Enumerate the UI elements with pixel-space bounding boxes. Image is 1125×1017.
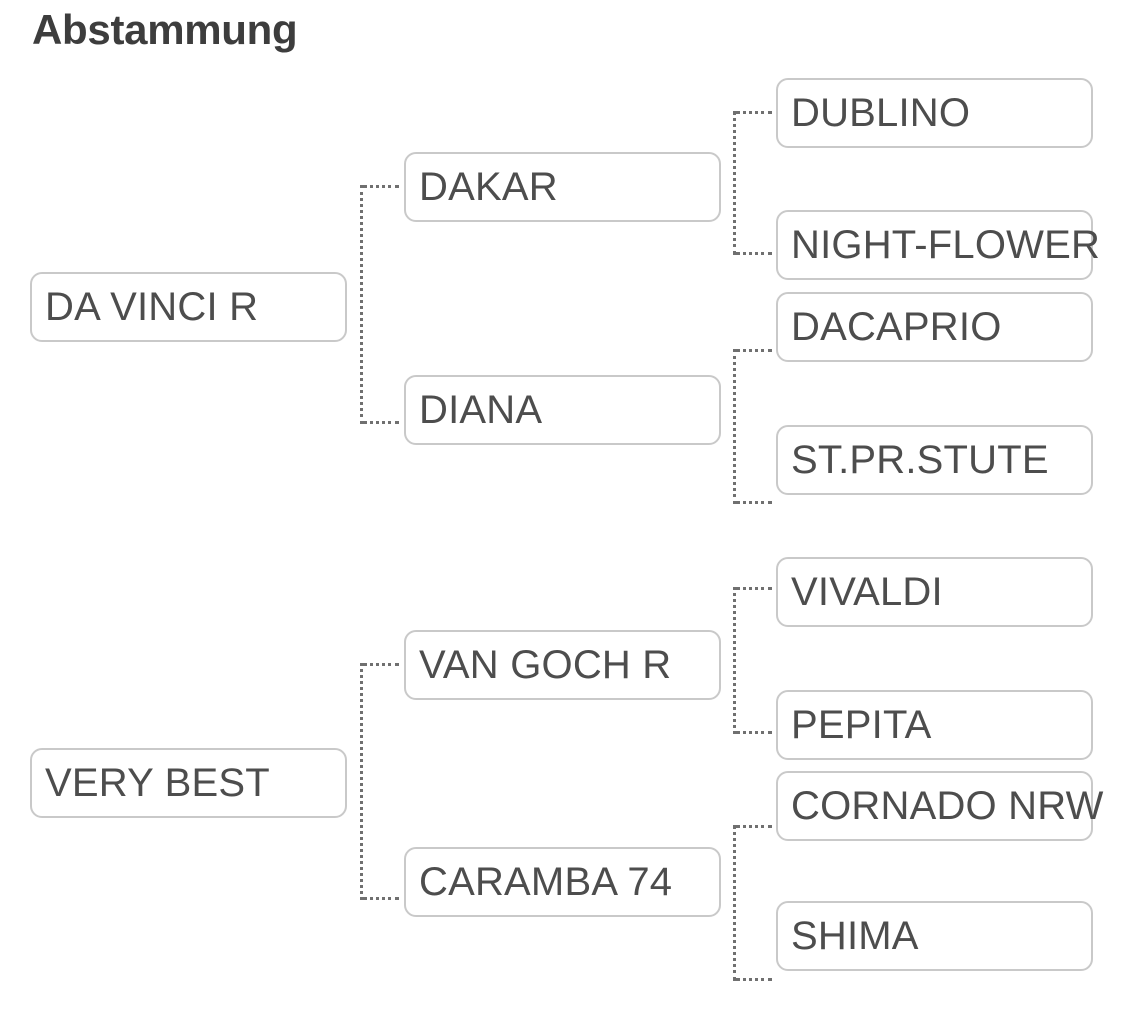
connector-van-goch-r-parents	[733, 587, 773, 734]
pedigree-box-van-goch-r[interactable]: VAN GOCH R	[404, 630, 721, 700]
connector-diana-parents	[733, 349, 773, 504]
connector-stub-bottom	[736, 252, 772, 255]
connector-stub-bottom	[736, 731, 772, 734]
connector-stub-top	[736, 587, 772, 590]
horse-name: CARAMBA 74	[419, 859, 673, 904]
pedigree-box-st-pr-stute[interactable]: ST.PR.STUTE	[776, 425, 1093, 495]
pedigree-box-pepita[interactable]: PEPITA	[776, 690, 1093, 760]
horse-name: PEPITA	[791, 702, 932, 747]
connector-stub-top	[736, 111, 772, 114]
horse-name: DUBLINO	[791, 90, 971, 135]
pedigree-box-da-vinci-r[interactable]: DA VINCI R	[30, 272, 347, 342]
horse-name: ST.PR.STUTE	[791, 437, 1049, 482]
connector-stub-bottom	[363, 421, 399, 424]
connector-dakar-parents	[733, 111, 773, 255]
horse-name: SHIMA	[791, 913, 919, 958]
connector-stub-bottom	[736, 501, 772, 504]
horse-name: DACAPRIO	[791, 304, 1002, 349]
connector-stub-top	[363, 663, 399, 666]
page-title: Abstammung	[32, 6, 298, 53]
pedigree-box-diana[interactable]: DIANA	[404, 375, 721, 445]
connector-very-best-parents	[360, 663, 400, 900]
horse-name: NIGHT-FLOWER	[791, 222, 1101, 267]
horse-name: VAN GOCH R	[419, 642, 672, 687]
pedigree-box-very-best[interactable]: VERY BEST	[30, 748, 347, 818]
horse-name: DA VINCI R	[45, 284, 259, 329]
pedigree-box-shima[interactable]: SHIMA	[776, 901, 1093, 971]
connector-stub-top	[736, 349, 772, 352]
pedigree-box-dublino[interactable]: DUBLINO	[776, 78, 1093, 148]
horse-name: CORNADO NRW	[791, 783, 1104, 828]
pedigree-box-dakar[interactable]: DAKAR	[404, 152, 721, 222]
connector-stub-bottom	[363, 897, 399, 900]
connector-stub-top	[736, 825, 772, 828]
horse-name: DAKAR	[419, 164, 558, 209]
connector-da-vinci-r-parents	[360, 185, 400, 424]
connector-caramba-74-parents	[733, 825, 773, 981]
pedigree-box-cornado-nrw[interactable]: CORNADO NRW	[776, 771, 1103, 841]
horse-name: VERY BEST	[45, 760, 270, 805]
pedigree-box-dacaprio[interactable]: DACAPRIO	[776, 292, 1093, 362]
connector-stub-top	[363, 185, 399, 188]
horse-name: DIANA	[419, 387, 543, 432]
pedigree-box-night-flower[interactable]: NIGHT-FLOWER	[776, 210, 1100, 280]
connector-stub-bottom	[736, 978, 772, 981]
pedigree-box-caramba-74[interactable]: CARAMBA 74	[404, 847, 721, 917]
horse-name: VIVALDI	[791, 569, 943, 614]
pedigree-box-vivaldi[interactable]: VIVALDI	[776, 557, 1093, 627]
